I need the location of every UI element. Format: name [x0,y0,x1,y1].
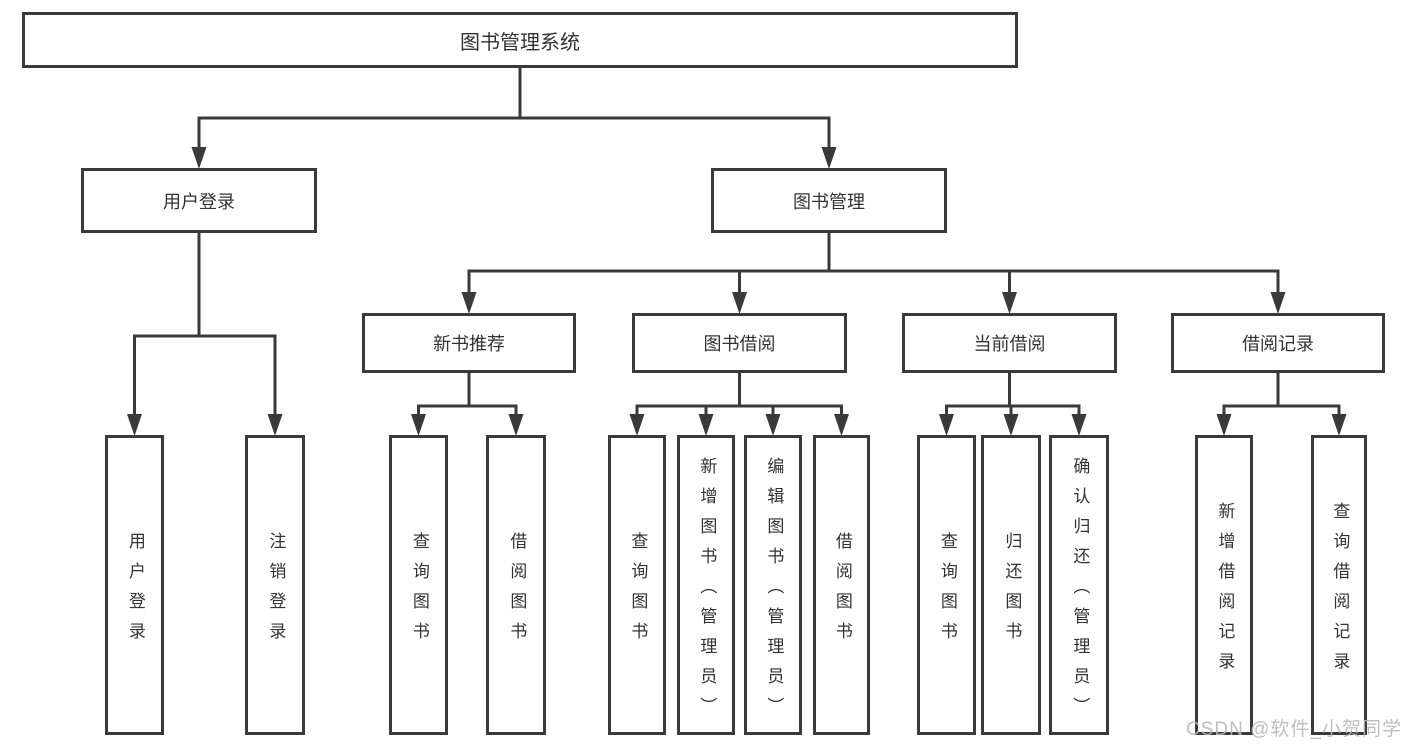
node-label: 编辑图书（管理员） [764,456,784,727]
leaf-add-books-admin: 新增图书（管理员） [677,435,735,735]
node-label: 查询借阅记录 [1330,501,1350,682]
node-label: 确认归还（管理员） [1070,456,1090,727]
leaf-query-books-1: 查询图书 [389,435,448,735]
node-book-borrowing: 图书借阅 [632,313,847,373]
leaf-logout: 注销登录 [245,435,305,735]
leaf-add-borrow-record: 新增借阅记录 [1195,435,1253,735]
node-label: 新增借阅记录 [1215,501,1235,682]
leaf-query-books-2: 查询图书 [608,435,666,735]
node-label: 借阅图书 [507,531,527,652]
node-library-management-system: 图书管理系统 [22,12,1018,68]
node-user-login: 用户登录 [81,168,317,233]
node-label: 图书管理 [793,191,865,212]
node-label: 查询图书 [409,531,429,652]
node-label: 用户登录 [125,531,145,652]
node-label: 查询图书 [937,531,957,652]
node-current-borrowing: 当前借阅 [902,313,1117,373]
node-label: 借阅图书 [832,531,852,652]
node-label: 图书管理系统 [460,31,580,54]
leaf-query-books-3: 查询图书 [917,435,976,735]
leaf-query-borrow-record: 查询借阅记录 [1311,435,1367,735]
node-borrowing-records: 借阅记录 [1171,313,1385,373]
node-book-management: 图书管理 [711,168,947,233]
leaf-return-books: 归还图书 [981,435,1041,735]
node-new-book-recommendation: 新书推荐 [362,313,576,373]
node-label: 当前借阅 [973,334,1046,354]
node-label: 注销登录 [266,531,286,652]
leaf-borrow-books-1: 借阅图书 [486,435,546,735]
csdn-watermark: CSDN @软件_小贺同学 [1186,719,1402,740]
leaf-borrow-books-2: 借阅图书 [813,435,870,735]
leaf-edit-books-admin: 编辑图书（管理员） [744,435,802,735]
node-label: 借阅记录 [1242,334,1314,354]
leaf-confirm-return-admin: 确认归还（管理员） [1049,435,1109,735]
node-label: 新增图书（管理员） [697,456,717,727]
node-label: 新书推荐 [433,334,505,354]
node-label: 图书借阅 [703,334,776,354]
node-label: 归还图书 [1002,531,1022,652]
node-label: 查询图书 [628,531,648,652]
leaf-user-login: 用户登录 [105,435,164,735]
node-label: 用户登录 [163,191,235,212]
